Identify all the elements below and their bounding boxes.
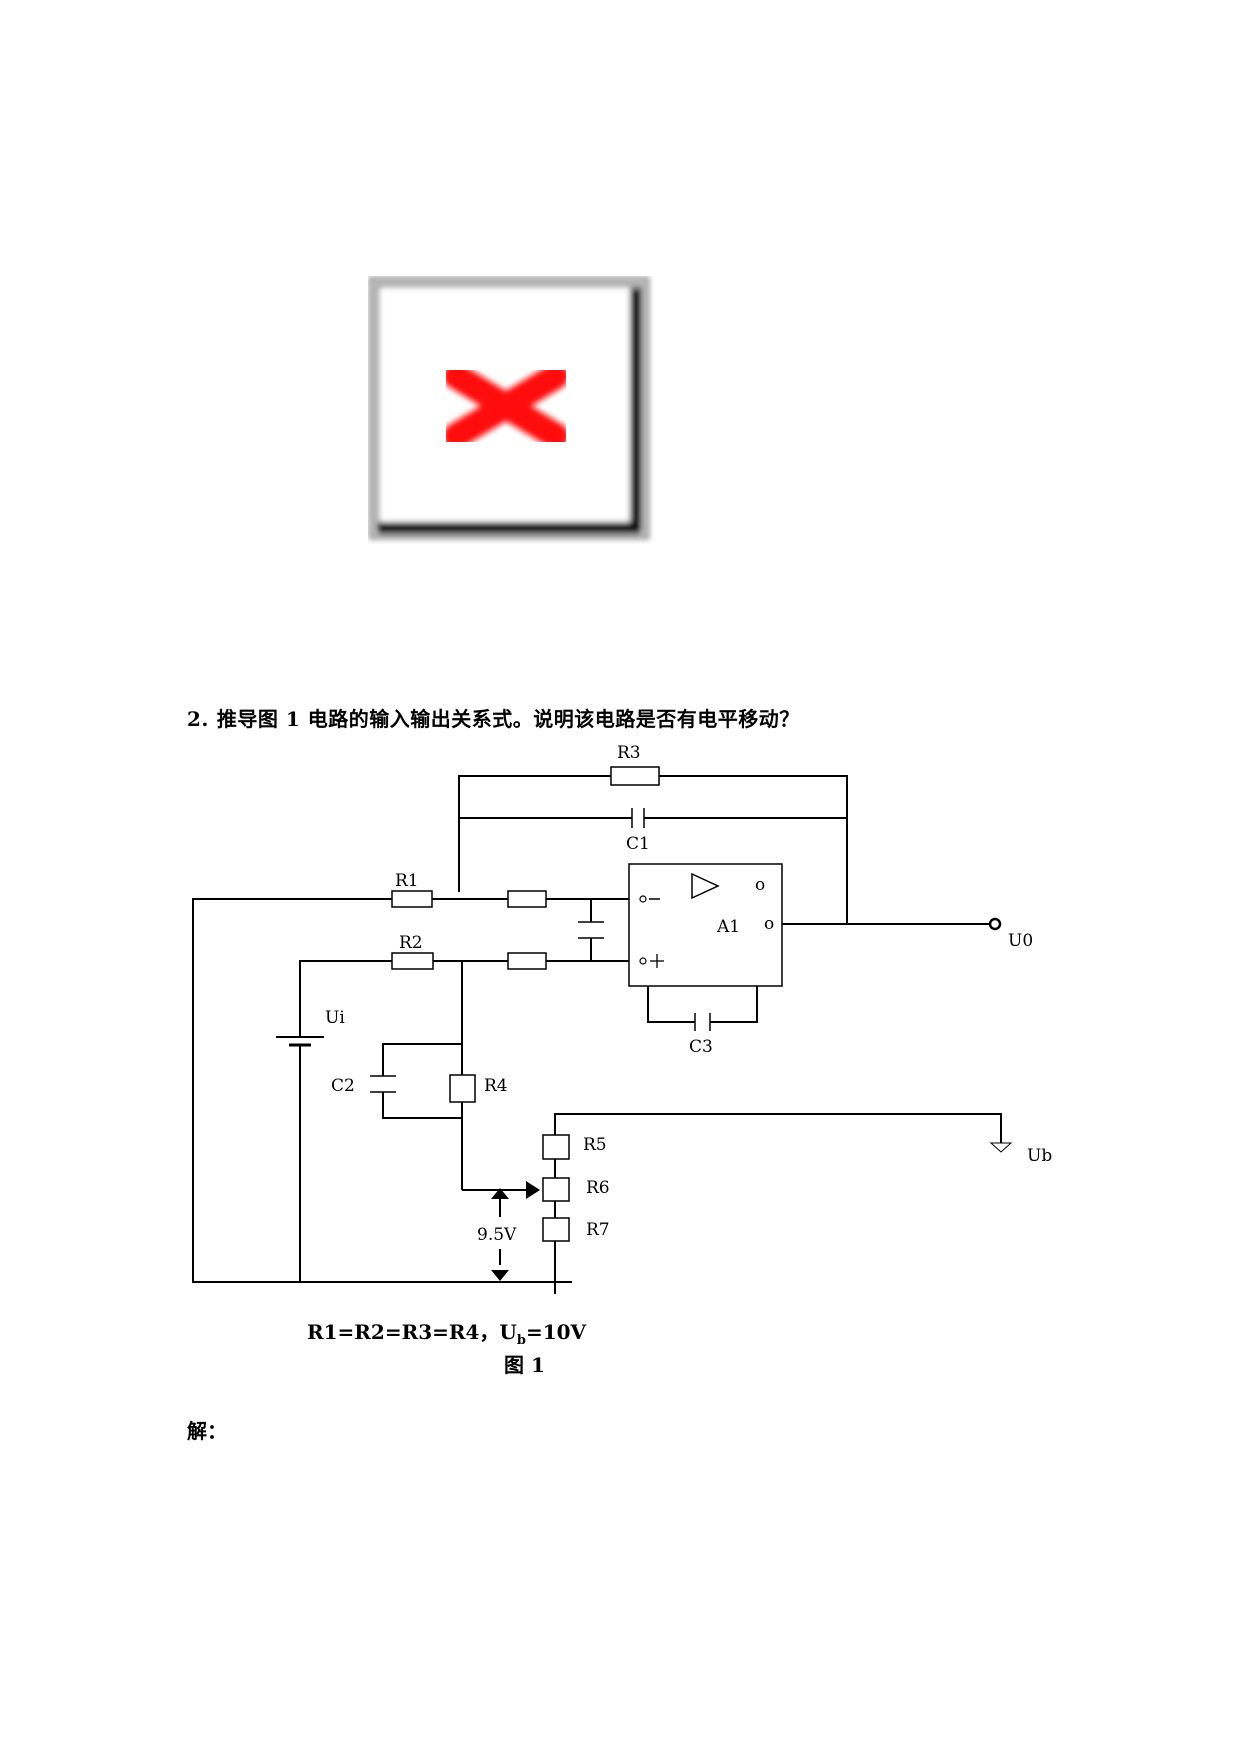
circuit-diagram: R3 C1 R1 R2 A1 o o U0 C3 Ui C2 R4 R5 Ub …: [192, 743, 1052, 1294]
label-r7: R7: [586, 1220, 610, 1240]
label-c2: C2: [331, 1076, 355, 1096]
label-r6: R6: [586, 1178, 610, 1198]
question-text: 推导图 1 电路的输入输出关系式。说明该电路是否有电平移动？: [216, 707, 800, 731]
label-amp: A1: [716, 917, 740, 937]
question-heading: 2. 推导图 1 电路的输入输出关系式。说明该电路是否有电平移动？: [187, 703, 800, 732]
resistor-r4: [449, 1074, 476, 1103]
resistor-r1: [391, 890, 433, 908]
resistor-input-noninv: [507, 952, 547, 970]
op-amp-a1: [628, 863, 783, 987]
label-output: U0: [1008, 931, 1033, 951]
answer-label: 解：: [187, 1419, 227, 1443]
arrow-down-icon: [491, 1270, 509, 1281]
resistor-r5: [542, 1134, 570, 1160]
wiper-arrow-icon: [526, 1181, 540, 1199]
ground-ub-icon: [989, 1142, 1013, 1153]
broken-image-icon: [369, 277, 649, 539]
output-terminal: [988, 917, 1002, 931]
label-c1: C1: [626, 834, 650, 854]
label-input: Ui: [325, 1008, 345, 1028]
capacitors: [370, 808, 711, 1093]
question-number: 2.: [187, 707, 209, 731]
pin-label-a: o: [755, 875, 765, 895]
params-prefix: R1=R2=R3=R4，U: [307, 1320, 517, 1344]
resistor-r3: [610, 766, 660, 786]
label-r3: R3: [617, 743, 641, 763]
label-r4: R4: [484, 1076, 508, 1096]
params-suffix: =10V: [525, 1320, 587, 1344]
wires: [192, 775, 1002, 1294]
resistor-input-inv: [507, 890, 547, 908]
figure-caption: 图 1: [504, 1353, 545, 1377]
arrow-up-icon: [491, 1188, 509, 1199]
pin-label-b: o: [764, 914, 774, 934]
circuit-parameters: R1=R2=R3=R4，Ub=10V: [307, 1316, 586, 1348]
battery-ui: [276, 1036, 324, 1047]
label-bias: Ub: [1027, 1146, 1052, 1166]
resistor-r7: [542, 1217, 570, 1242]
resistor-r2: [391, 952, 434, 970]
resistor-r6: [542, 1177, 570, 1202]
label-r2: R2: [399, 933, 423, 953]
red-x-icon: [443, 363, 569, 449]
resistors: [391, 766, 660, 1242]
label-r1: R1: [395, 871, 419, 891]
label-c3: C3: [689, 1037, 713, 1057]
label-voltage: 9.5V: [477, 1225, 517, 1245]
params-subscript: b: [516, 1333, 526, 1348]
label-r5: R5: [583, 1135, 607, 1155]
